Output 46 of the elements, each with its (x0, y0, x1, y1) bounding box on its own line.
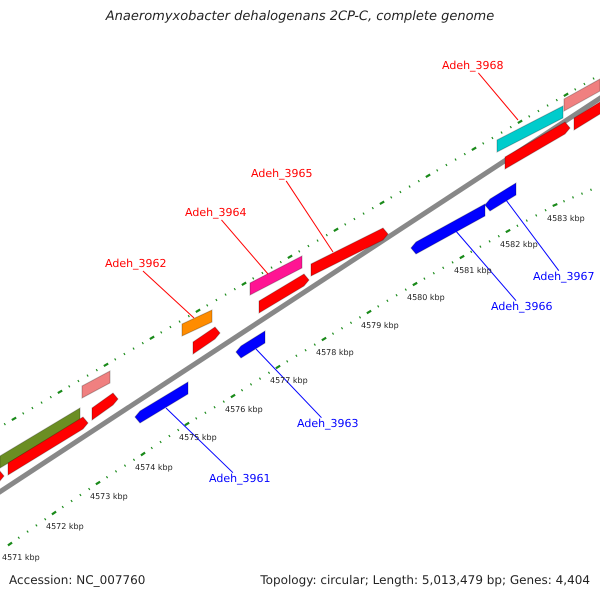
gene-feature (182, 309, 212, 337)
gene-feature (82, 370, 110, 399)
gene-label: Adeh_3962 (105, 258, 167, 271)
gene-feature (8, 416, 89, 476)
gene-label: Adeh_3966 (491, 301, 553, 314)
scale-label: 4580 kbp (407, 293, 445, 302)
leader-line (478, 72, 518, 120)
scale-label: 4578 kbp (316, 348, 354, 358)
gene-feature (410, 203, 486, 255)
leader-line (286, 180, 334, 252)
gene-feature (574, 101, 600, 131)
scale-label: 4576 kbp (225, 405, 263, 414)
leader-line (221, 219, 268, 274)
gene-feature (235, 330, 266, 359)
gene-feature (496, 105, 564, 153)
gene-feature (92, 392, 119, 421)
gene-feature (258, 273, 310, 314)
leader-line (142, 270, 194, 318)
gene-feature (484, 182, 516, 212)
scale-label: 4573 kbp (90, 492, 128, 502)
gene-label: Adeh_3965 (251, 168, 313, 181)
gene-feature (134, 381, 188, 424)
scale-label: 4579 kbp (361, 321, 399, 330)
gene-label: Adeh_3964 (185, 207, 247, 220)
genome-info-text: Topology: circular; Length: 5,013,479 bp; Genes: 4,404 (260, 574, 590, 588)
scale-label: 4572 kbp (46, 522, 84, 532)
scale-label: 4581 kbp (454, 266, 492, 276)
scale-label: 4571 kbp (2, 553, 40, 562)
gene-label: Adeh_3967 (533, 271, 595, 284)
scale-label: 4583 kbp (547, 214, 585, 224)
gene-feature (504, 121, 571, 170)
scale-label: 4574 kbp (135, 463, 173, 472)
gene-label: Adeh_3968 (442, 60, 504, 73)
leader-line (256, 348, 322, 418)
gene-feature (564, 78, 600, 112)
leader-line (506, 200, 560, 272)
gene-feature (192, 326, 221, 355)
leader-line (454, 230, 517, 302)
title: Anaeromyxobacter dehalogenans 2CP-C, complete genome (104, 10, 496, 25)
gene-label: Adeh_3963 (297, 418, 359, 431)
scale-label: 4582 kbp (500, 240, 538, 250)
leader-line (166, 408, 234, 474)
accession-text: Accession: NC_007760 (9, 574, 146, 588)
gene-feature (310, 227, 389, 277)
gene-feature (250, 255, 302, 296)
gene-label: Adeh_3961 (209, 473, 271, 486)
